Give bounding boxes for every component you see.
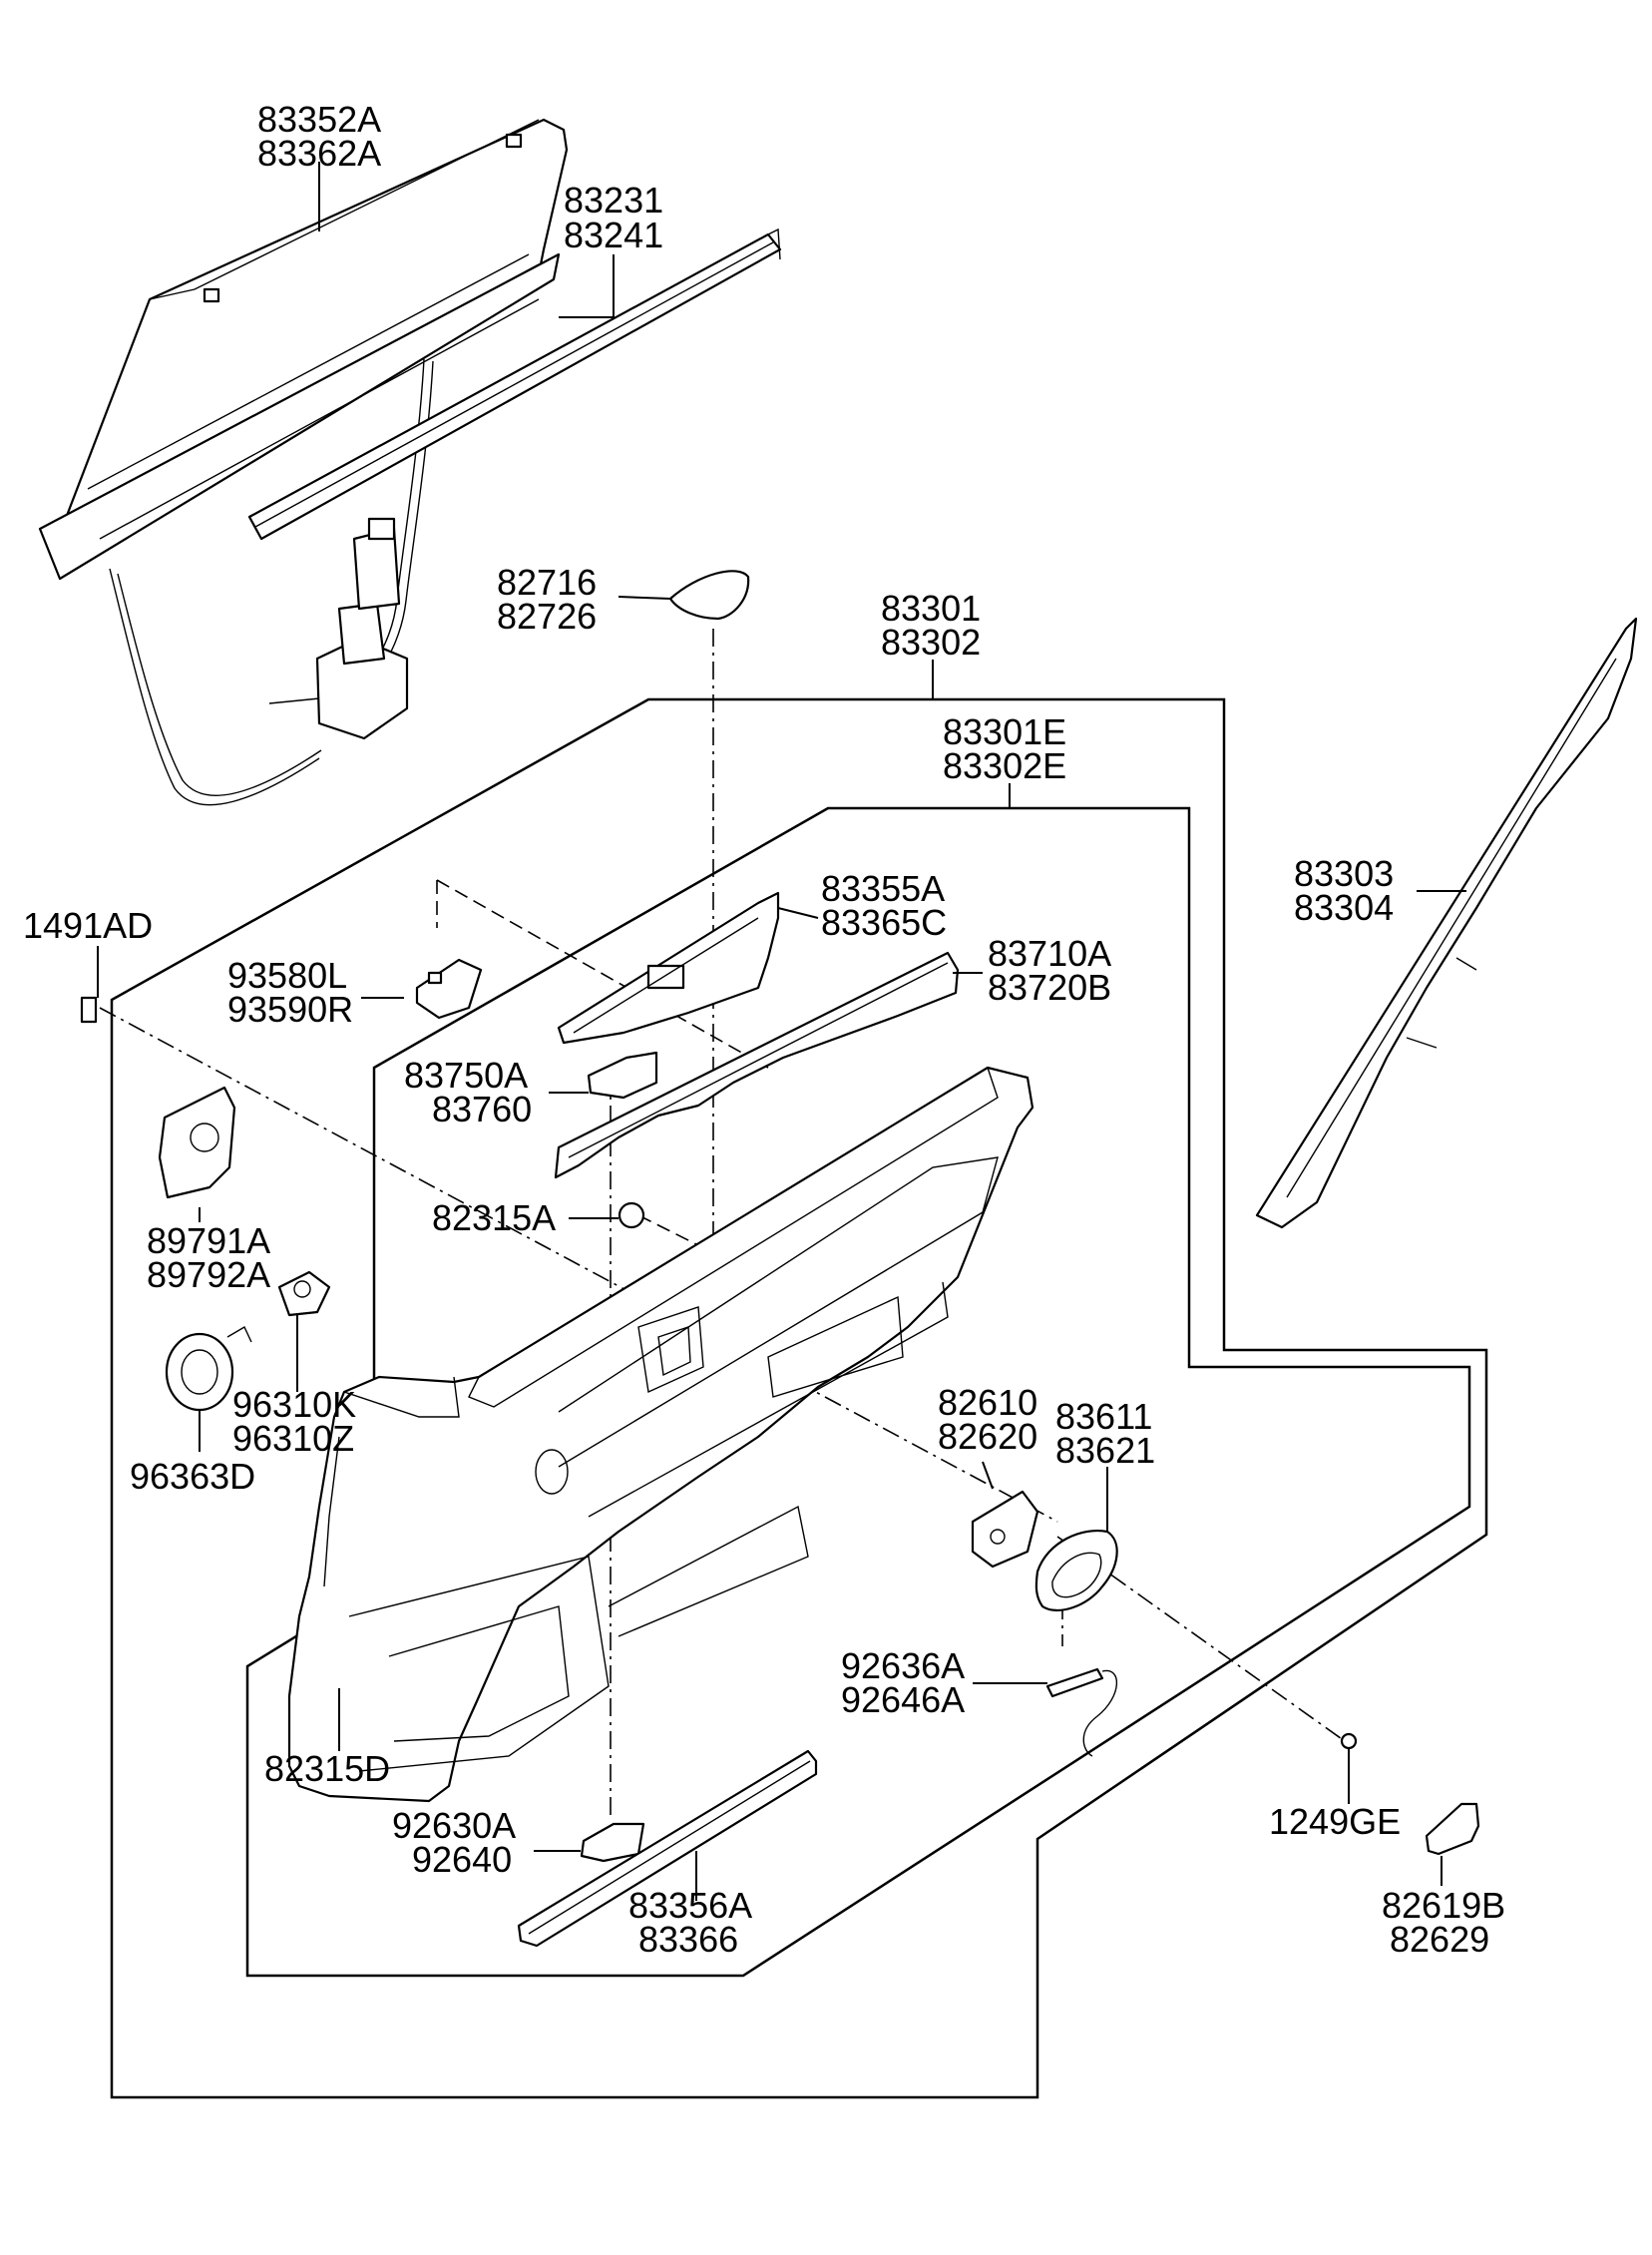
door-trim-panel-part	[287, 1066, 1034, 1803]
door-rear-seal-part	[1255, 617, 1638, 1229]
label-82315a: 82315A	[432, 1197, 556, 1238]
switch-bezel-part	[587, 1051, 658, 1100]
label-83231: 83231	[564, 180, 663, 221]
label-83720b: 83720B	[988, 967, 1111, 1008]
screw-1249ge-part	[1340, 1732, 1358, 1750]
label-83366: 83366	[638, 1919, 738, 1960]
label-83304: 83304	[1294, 887, 1394, 928]
label-82619b: 82619B	[1382, 1885, 1505, 1926]
label-92630a: 92630A	[392, 1805, 516, 1846]
frame-83301E	[245, 806, 1471, 1978]
label-1249ge: 1249GE	[1269, 1801, 1401, 1842]
label-82629: 82629	[1390, 1919, 1489, 1960]
label-83303: 83303	[1294, 853, 1394, 894]
power-window-switch-part	[415, 958, 483, 1020]
pull-handle-grip-part	[557, 891, 780, 1045]
label-83710a: 83710A	[988, 933, 1111, 974]
tweeter-cover-part	[668, 570, 750, 621]
trim-cap-82619b-part	[1425, 1802, 1480, 1856]
alignment-lines	[99, 629, 1346, 1816]
handle-bezel-part	[1034, 1529, 1118, 1611]
door-module-89791a-part	[158, 1086, 236, 1199]
label-96363d: 96363D	[130, 1456, 255, 1497]
label-83355a: 83355A	[821, 868, 945, 909]
label-83301e: 83301E	[943, 711, 1066, 752]
label-92646a: 92646A	[841, 1679, 965, 1720]
label-96310z: 96310Z	[232, 1418, 354, 1459]
label-83760: 83760	[432, 1089, 532, 1129]
part-labels: 83352A 83362A 83231 83241 82716 82726 83…	[23, 99, 1505, 1960]
harness-92636a-part	[1045, 1667, 1118, 1757]
label-83362a: 83362A	[257, 133, 381, 174]
sill-moulding-part	[517, 1749, 818, 1948]
clip-1491ad-part	[80, 996, 98, 1024]
label-82726: 82726	[497, 596, 597, 637]
label-82620: 82620	[938, 1416, 1037, 1457]
label-82716: 82716	[497, 562, 597, 603]
clip-82315a-part	[618, 1201, 645, 1229]
label-83352a: 83352A	[257, 99, 381, 140]
label-83621: 83621	[1055, 1430, 1155, 1471]
frame-83301	[110, 697, 1488, 2099]
label-89791a: 89791A	[147, 1220, 270, 1261]
window-regulator-part	[109, 358, 434, 806]
label-93580l: 93580L	[227, 955, 347, 996]
label-83302: 83302	[881, 622, 981, 663]
label-89792a: 89792A	[147, 1254, 270, 1295]
label-96310k: 96310K	[232, 1384, 356, 1425]
glass-run-strip-part	[247, 227, 782, 541]
label-1491ad: 1491AD	[23, 905, 153, 946]
label-92636a: 92636A	[841, 1645, 965, 1686]
sensor-96310k-part	[277, 1270, 331, 1317]
window-sunshade-part	[38, 118, 569, 581]
label-83241: 83241	[564, 215, 663, 255]
label-83356a: 83356A	[628, 1885, 752, 1926]
leader-lines	[97, 162, 1466, 1901]
armrest-trim-part	[554, 951, 960, 1179]
inside-handle-part	[971, 1490, 1039, 1569]
label-83750a: 83750A	[404, 1055, 528, 1096]
label-92640: 92640	[412, 1839, 512, 1880]
label-83611: 83611	[1055, 1396, 1152, 1437]
label-82315d: 82315D	[264, 1748, 390, 1789]
label-83301: 83301	[881, 588, 981, 629]
label-83302e: 83302E	[943, 745, 1066, 786]
label-82610: 82610	[938, 1382, 1037, 1423]
label-83365c: 83365C	[821, 902, 947, 943]
label-93590r: 93590R	[227, 989, 353, 1030]
